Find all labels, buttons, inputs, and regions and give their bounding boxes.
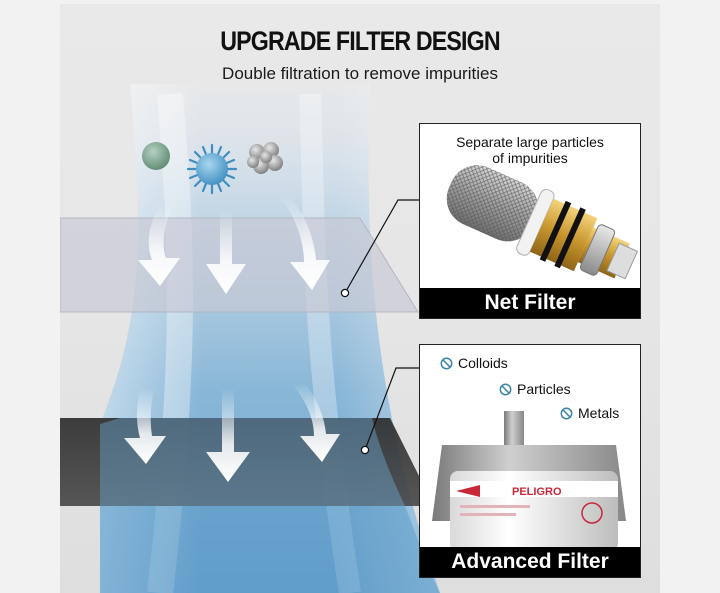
advanced-filter-connector <box>364 367 420 451</box>
page-subtitle: Double filtration to remove impurities <box>222 64 498 83</box>
filtration-illustration <box>60 84 440 593</box>
advanced-filter-callout: PELIGRO Colloids Particles <box>419 344 641 578</box>
feature-particles: Particles <box>499 381 571 397</box>
page-title: UPGRADE FILTER DESIGN <box>220 26 500 56</box>
lower-flow-arrows <box>124 382 340 482</box>
no-entry-icon <box>560 407 573 419</box>
filter-brand-text: PELIGRO <box>512 486 562 498</box>
net-filter-connector <box>344 199 420 294</box>
net-filter-caption: Net Filter <box>420 288 640 318</box>
particles-group <box>142 142 283 195</box>
advanced-filter-image: PELIGRO <box>432 411 626 551</box>
upper-flow-arrows <box>138 196 330 294</box>
advanced-filter-caption: Advanced Filter <box>420 547 640 577</box>
feature-colloids: Colloids <box>440 355 508 371</box>
net-filter-image <box>446 165 639 280</box>
particle-sphere-icon <box>142 142 170 170</box>
feature-metals: Metals <box>560 405 619 421</box>
filter-design-panel: UPGRADE FILTER DESIGN Double filtration … <box>60 4 660 593</box>
net-filter-description: Separate large particles of impurities <box>456 134 604 166</box>
particle-virus-icon <box>186 143 238 195</box>
no-entry-icon <box>499 383 512 395</box>
no-entry-icon <box>440 357 453 369</box>
particle-cluster-icon <box>247 142 283 174</box>
net-filter-callout: Separate large particles of impurities <box>419 123 641 319</box>
